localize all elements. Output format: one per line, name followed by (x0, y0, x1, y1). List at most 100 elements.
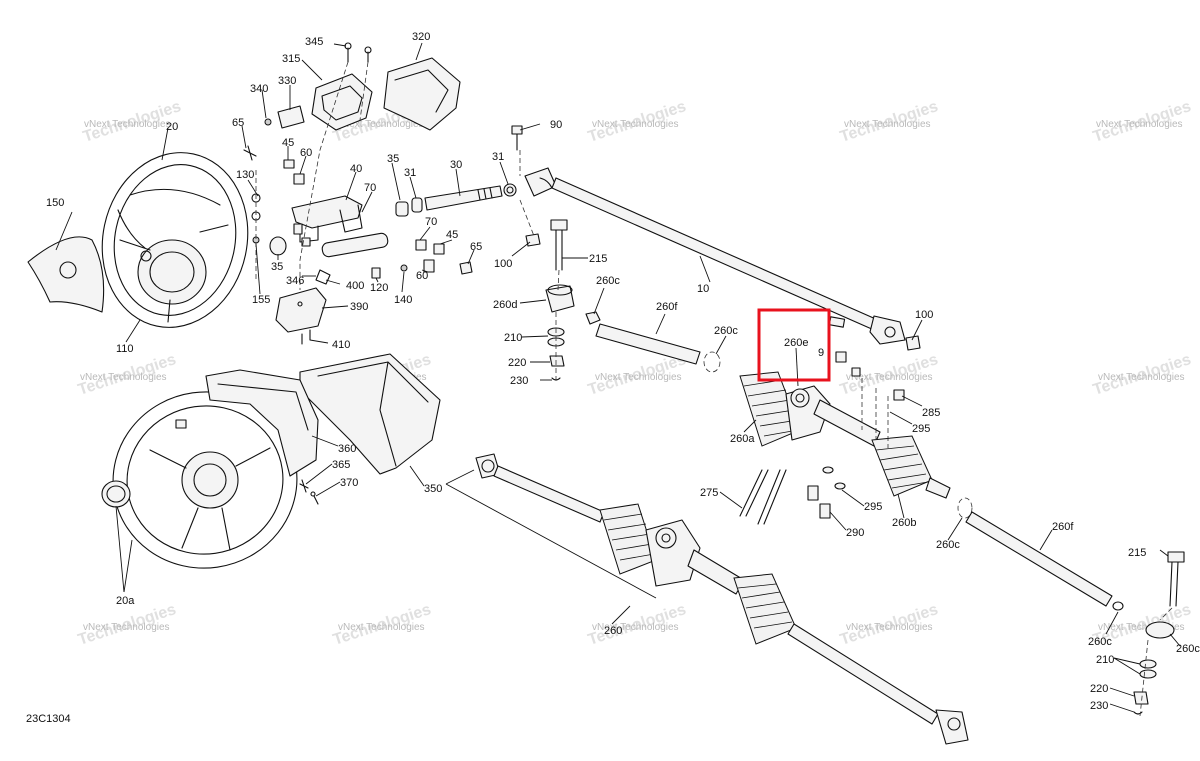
nut-100-upper (525, 233, 541, 247)
callout-35b: 35 (271, 261, 283, 273)
bushing-45-60-65 (371, 239, 473, 279)
horn-pad (27, 236, 105, 313)
upper-shroud (311, 73, 373, 131)
callout-10: 10 (697, 283, 709, 295)
callout-210b: 210 (1096, 654, 1114, 666)
callout-20: 20 (166, 121, 178, 133)
callout-220b: 220 (1090, 683, 1108, 695)
callout-390: 390 (350, 301, 368, 313)
callout-360: 360 (338, 443, 356, 455)
callout-35: 35 (387, 153, 399, 165)
hardware-285-295-290 (807, 351, 905, 519)
callout-130: 130 (236, 169, 254, 181)
callout-65: 65 (232, 117, 244, 129)
callout-210: 210 (504, 332, 522, 344)
callout-40: 40 (350, 163, 362, 175)
callout-215b: 215 (1128, 547, 1146, 559)
callout-260c-a: 260c (596, 275, 620, 287)
callout-315: 315 (282, 53, 300, 65)
callout-275: 275 (700, 487, 718, 499)
callout-60b: 60 (416, 270, 428, 282)
callout-365: 365 (332, 459, 350, 471)
callout-350: 350 (424, 483, 442, 495)
callout-345: 345 (305, 36, 323, 48)
callout-140: 140 (394, 294, 412, 306)
callout-260f-b: 260f (1052, 521, 1074, 533)
cover-320 (383, 57, 461, 131)
callout-295b: 295 (864, 501, 882, 513)
callout-290: 290 (846, 527, 864, 539)
steering-rack-assembly (475, 453, 969, 745)
callout-45b: 45 (446, 229, 458, 241)
assembly-bracket-260 (445, 469, 657, 599)
steering-wheel-upper (101, 152, 249, 328)
callout-90: 90 (550, 119, 562, 131)
callout-400: 400 (346, 280, 364, 292)
callout-30: 30 (450, 159, 462, 171)
steering-shaft-30 (395, 183, 517, 217)
callout-150: 150 (46, 197, 64, 209)
watermark-text: vNext Technologies (592, 119, 679, 130)
callout-260: 260 (604, 625, 622, 637)
bolts-275 (739, 469, 787, 525)
lower-bracket-390 (275, 287, 327, 345)
callout-260a: 260a (730, 433, 755, 445)
callout-9: 9 (818, 347, 824, 359)
diagram-code: 23C1304 (26, 713, 71, 725)
watermark-text: vNext Technologies (1098, 372, 1185, 383)
callout-230: 230 (510, 375, 528, 387)
callout-260c-e: 260c (1176, 643, 1200, 655)
callout-70b: 70 (425, 216, 437, 228)
inner-tie-rod-260f-lower (965, 511, 1113, 607)
intermediate-shaft-10 (524, 167, 906, 345)
bolt-215-upper (550, 219, 568, 271)
callout-100: 100 (494, 258, 512, 270)
watermark-text: vNext Technologies (846, 622, 933, 633)
bolt-90 (511, 125, 523, 151)
boot-clamp-260c (703, 351, 721, 373)
callout-370: 370 (340, 477, 358, 489)
watermark-text: vNext Technologies (83, 622, 170, 633)
watermark-text: vNext Technologies (844, 119, 931, 130)
highlight-box (757, 308, 831, 382)
hardware-365-370 (299, 479, 319, 505)
watermark-text: vNext Technologies (338, 622, 425, 633)
callout-60: 60 (300, 147, 312, 159)
callout-155: 155 (252, 294, 270, 306)
callout-20a: 20a (116, 595, 135, 607)
callout-110: 110 (116, 343, 134, 355)
callout-70: 70 (364, 182, 376, 194)
tie-rod-end-left (545, 284, 575, 381)
callout-labels: 345 320 315 330 340 65 20 45 60 90 35 31… (46, 31, 1200, 712)
callout-260c-b: 260c (714, 325, 738, 337)
watermark-text: vNext Technologies (592, 622, 679, 633)
watermark-text: vNext Technologies (80, 372, 167, 383)
callout-120: 120 (370, 282, 388, 294)
watermark-text: vNext Technologies (1098, 622, 1185, 633)
callout-31b: 31 (492, 151, 504, 163)
callout-65b: 65 (470, 241, 482, 253)
callout-260f-a: 260f (656, 301, 678, 313)
jam-nut-260c-left (585, 311, 601, 325)
callout-320: 320 (412, 31, 430, 43)
small-hardware-upper (243, 42, 372, 285)
watermark-text: vNext Technologies (595, 372, 682, 383)
watermark-text: vNext Technologies (84, 119, 171, 130)
callout-215: 215 (589, 253, 607, 265)
callout-45: 45 (282, 137, 294, 149)
centre-lines (255, 61, 1173, 717)
callout-346: 346 (286, 275, 304, 287)
cap-20a (101, 480, 131, 508)
callout-410: 410 (332, 339, 350, 351)
watermark-text: vNext Technologies (337, 119, 424, 130)
callout-230b: 230 (1090, 700, 1108, 712)
callout-100b: 100 (915, 309, 933, 321)
inner-tie-rod-260f-upper (595, 323, 701, 365)
column-support-bracket (291, 195, 389, 258)
bolt-near-260e (828, 316, 846, 328)
watermark-text: vNext Technologies (846, 372, 933, 383)
callout-340: 340 (250, 83, 268, 95)
dash-panel-350 (299, 353, 441, 475)
callout-330: 330 (278, 75, 296, 87)
